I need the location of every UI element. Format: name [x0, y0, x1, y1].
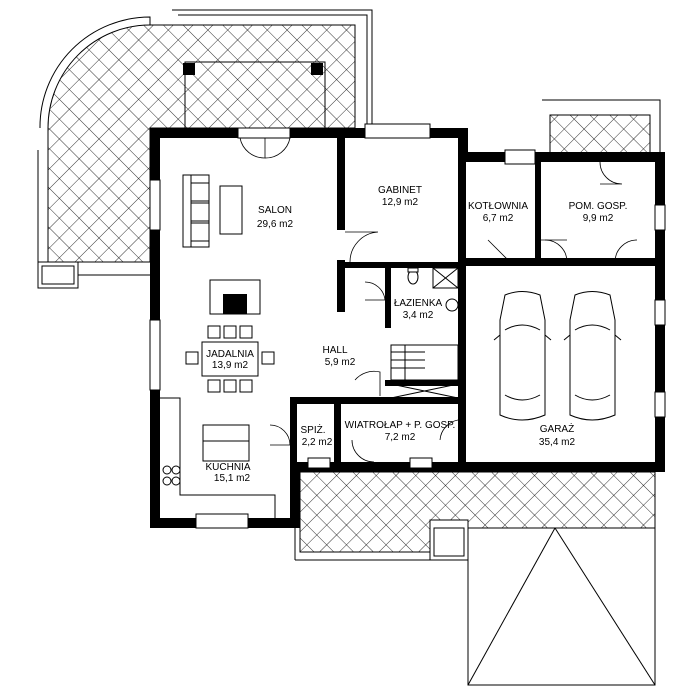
svg-text:GABINET: GABINET [378, 185, 422, 196]
terrace-right [542, 99, 661, 156]
svg-text:12,9 m2: 12,9 m2 [382, 197, 419, 208]
windows [149, 123, 666, 529]
dining-table-icon [185, 325, 275, 393]
car-icon [563, 291, 622, 421]
room-label-gabinet: GABINET 12,9 m2 [378, 185, 422, 208]
room-label-hall: HALL 5,9 m2 [322, 345, 355, 368]
room-label-garaz: GARAŻ 35,4 m2 [539, 422, 576, 448]
room-label-kotlownia: KOTŁOWNIA 6,7 m2 [468, 201, 528, 224]
svg-text:9,9 m2: 9,9 m2 [583, 213, 614, 224]
svg-text:5,9 m2: 5,9 m2 [325, 357, 356, 368]
svg-text:2,2 m2: 2,2 m2 [302, 437, 333, 448]
car-icon [493, 291, 552, 421]
svg-text:7,2 m2: 7,2 m2 [385, 432, 416, 443]
room-label-wiatrolap: WIATROŁAP + P. GOSP. 7,2 m2 [345, 420, 456, 443]
room-label-spiz: SPIŻ. 2,2 m2 [300, 423, 332, 448]
svg-text:WIATROŁAP + P. GOSP.: WIATROŁAP + P. GOSP. [345, 420, 456, 431]
svg-text:HALL: HALL [322, 345, 347, 356]
svg-text:SPIŻ.: SPIŻ. [300, 423, 325, 436]
svg-text:15,1 m2: 15,1 m2 [214, 473, 251, 484]
interior-walls [290, 138, 655, 472]
svg-text:GARAŻ: GARAŻ [540, 422, 574, 435]
room-label-kuchnia: KUCHNIA 15,1 m2 [205, 462, 250, 484]
svg-text:29,6 m2: 29,6 m2 [257, 219, 294, 230]
stove-icon [162, 465, 181, 486]
sofa-icon [182, 174, 243, 248]
svg-text:POM. GOSP.: POM. GOSP. [569, 201, 628, 212]
svg-text:3,4 m2: 3,4 m2 [403, 310, 434, 321]
svg-text:ŁAZIENKA: ŁAZIENKA [394, 298, 443, 309]
terrace-front [294, 471, 656, 561]
room-label-salon: SALON 29,6 m2 [257, 205, 294, 230]
svg-text:KUCHNIA: KUCHNIA [205, 462, 250, 473]
svg-text:6,7 m2: 6,7 m2 [483, 213, 514, 224]
fireplace-icon [209, 279, 261, 315]
bathroom-fixtures [407, 267, 459, 312]
svg-text:KOTŁOWNIA: KOTŁOWNIA [468, 201, 528, 212]
toilet-icon [407, 267, 419, 285]
terrace-main [37, 9, 373, 289]
kitchen-counter [160, 397, 276, 518]
driveway [467, 527, 656, 686]
svg-text:13,9 m2: 13,9 m2 [212, 360, 249, 371]
room-label-lazienka: ŁAZIENKA 3,4 m2 [394, 298, 443, 321]
svg-text:JADALNIA: JADALNIA [206, 349, 254, 360]
room-label-jadalnia: JADALNIA 13,9 m2 [206, 349, 254, 371]
svg-text:35,4 m2: 35,4 m2 [539, 437, 576, 448]
doors [239, 137, 638, 463]
svg-text:SALON: SALON [258, 205, 292, 216]
boiler-icon [445, 298, 459, 312]
stairs-icon [390, 344, 459, 399]
room-label-pom-gosp: POM. GOSP. 9,9 m2 [569, 201, 628, 224]
